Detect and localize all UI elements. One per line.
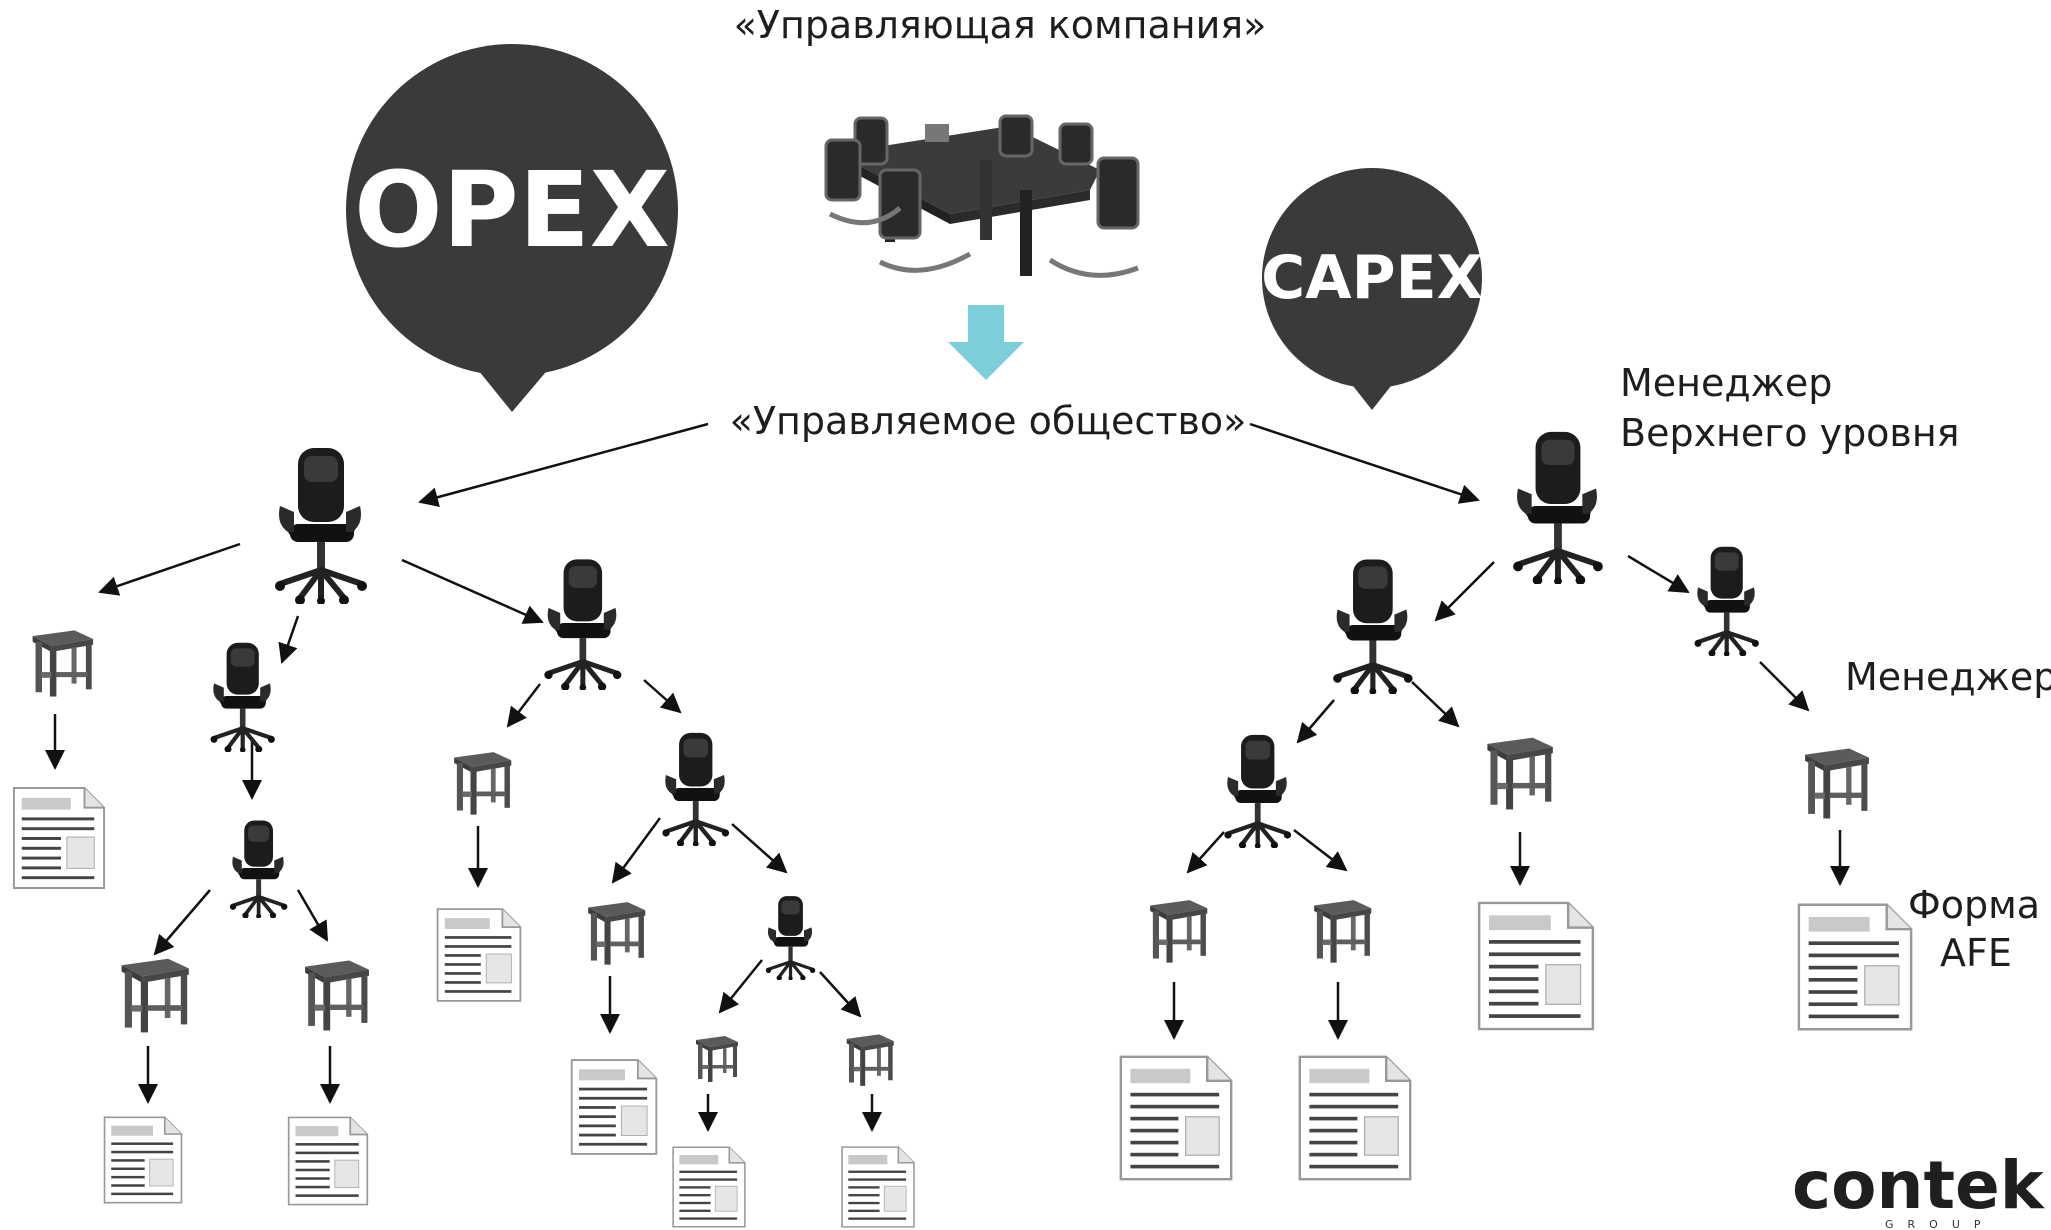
top-manager-label-2: Верхнего уровня: [1620, 411, 1960, 455]
office-chair-icon: [227, 818, 290, 918]
stool-icon: [1487, 737, 1553, 810]
document-icon: [103, 1116, 183, 1204]
form-label-1: Форма: [1908, 883, 2040, 927]
document-icon: [570, 1059, 658, 1155]
documents: [12, 787, 1913, 1228]
document-icon: [1119, 1055, 1233, 1181]
document-icon: [1477, 901, 1595, 1031]
opex-label: OPEX: [354, 149, 670, 271]
down-arrow-icon: [948, 305, 1024, 380]
office-chair-icon: [662, 733, 729, 847]
document-icon: [1298, 1055, 1412, 1181]
stool-icon: [1314, 900, 1372, 963]
contek-logo: contek GROUP: [1792, 1147, 2046, 1230]
document-icon: [12, 787, 106, 889]
stool-icon: [121, 958, 189, 1033]
connector-arrows: [45, 422, 1850, 1132]
office-chair-icon: [275, 448, 367, 605]
form-label-2: AFE: [1940, 931, 2012, 975]
document-icon: [841, 1146, 915, 1228]
capex-bubble: CAPEX: [1261, 168, 1483, 410]
stool-icon: [696, 1036, 738, 1082]
office-chair-icon: [764, 894, 817, 980]
office-chair-icon: [1695, 547, 1759, 657]
stool-icon: [305, 960, 369, 1031]
managed-title: «Управляемое общество»: [730, 399, 1247, 443]
document-icon: [672, 1146, 746, 1228]
logo-name: contek: [1792, 1147, 2046, 1224]
stool-icon: [32, 630, 94, 697]
stool-icon: [846, 1034, 894, 1086]
stool-icon: [588, 902, 646, 965]
document-icon: [436, 908, 522, 1002]
document-icon: [287, 1116, 369, 1206]
stool-icon: [1805, 748, 1869, 819]
office-chair-icon: [211, 643, 275, 753]
top-manager-label-1: Менеджер: [1620, 361, 1832, 405]
conference-table-icon: [824, 114, 1140, 278]
stool-icon: [1150, 900, 1208, 963]
office-chair-icon: [1333, 559, 1412, 694]
manager-label: Менеджер: [1845, 655, 2051, 699]
opex-bubble: OPEX: [346, 44, 678, 412]
company-title: «Управляющая компания»: [734, 3, 1267, 47]
chairs: [211, 432, 1759, 980]
document-icon: [1797, 903, 1913, 1031]
office-chair-icon: [1224, 735, 1291, 849]
capex-label: CAPEX: [1261, 243, 1483, 313]
office-chair-icon: [1513, 432, 1603, 585]
logo-sub: GROUP: [1885, 1218, 1995, 1230]
stool-icon: [454, 752, 512, 815]
office-chair-icon: [544, 559, 621, 690]
